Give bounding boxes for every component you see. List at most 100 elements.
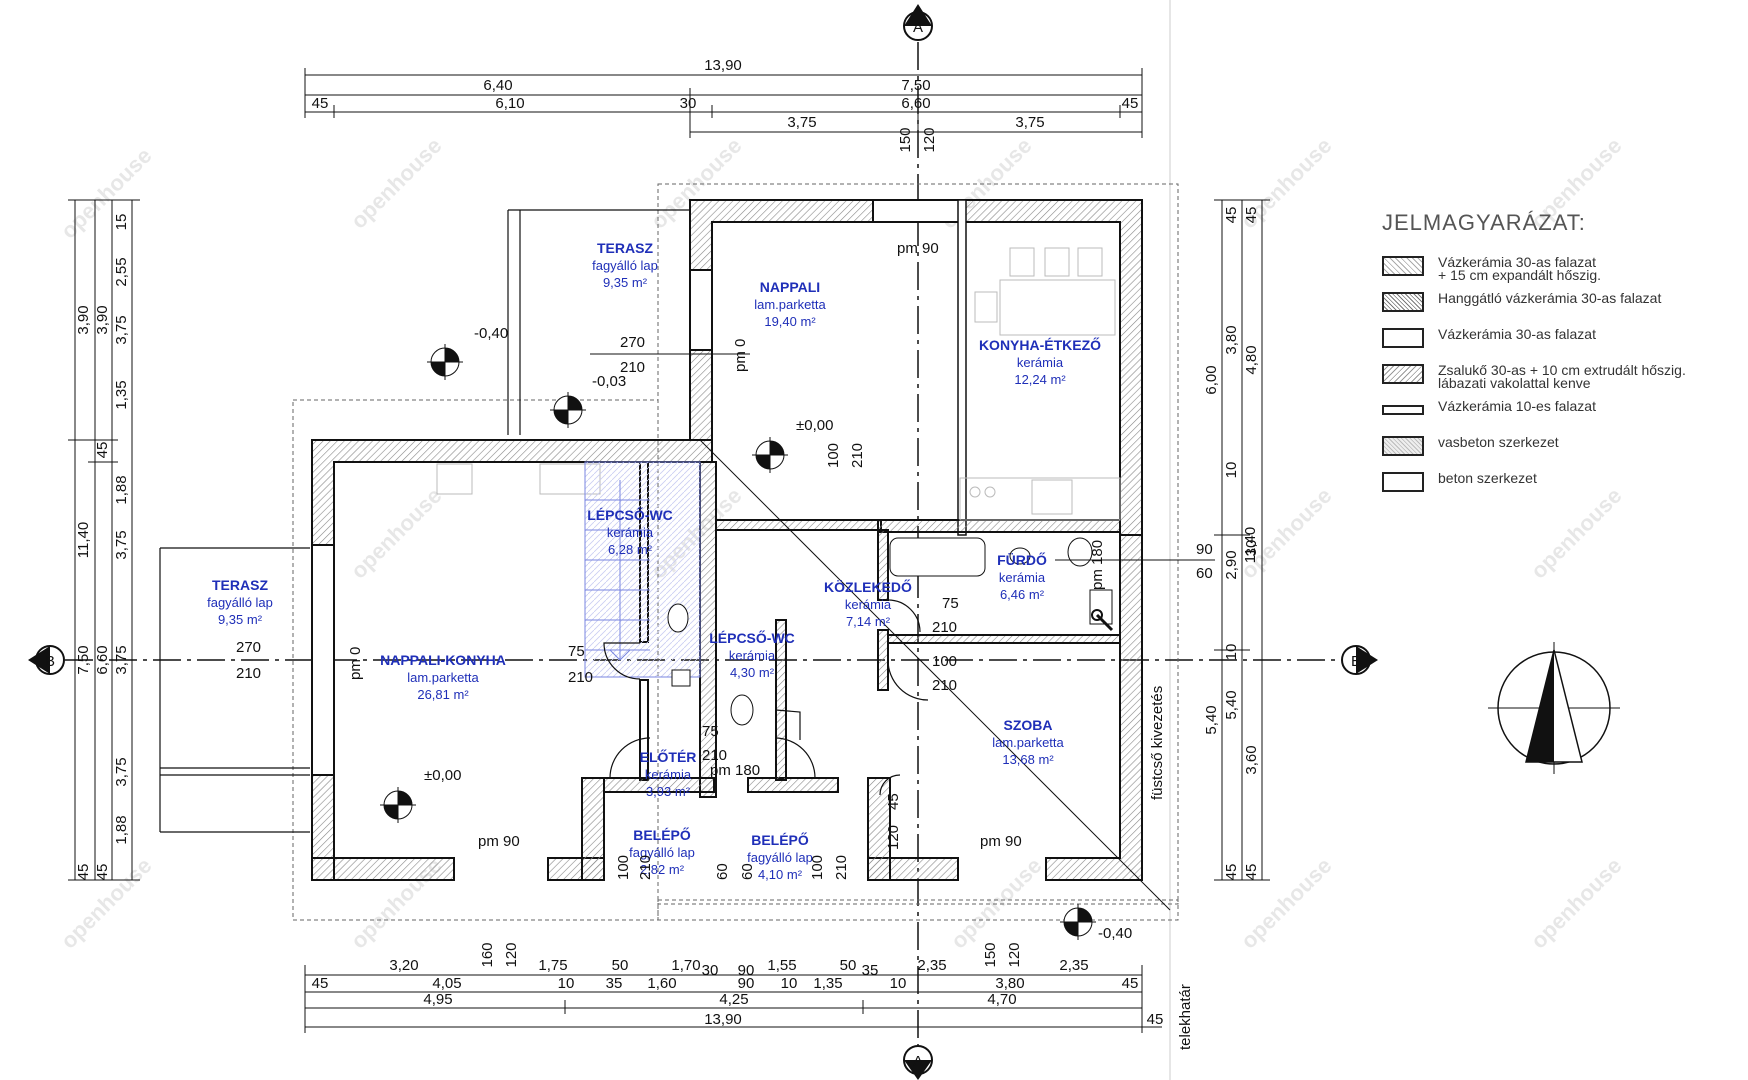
svg-text:4,70: 4,70: [987, 991, 1016, 1008]
svg-text:3,60: 3,60: [1243, 745, 1260, 774]
legend: JELMAGYARÁZAT: Vázkerámia 30-as falazat …: [1382, 210, 1722, 508]
svg-text:60: 60: [739, 863, 756, 880]
svg-text:4,05: 4,05: [432, 975, 461, 992]
svg-text:2,35: 2,35: [917, 957, 946, 974]
legend-swatch: [1382, 436, 1424, 456]
svg-text:4,80: 4,80: [1243, 345, 1260, 374]
svg-text:6,10: 6,10: [495, 95, 524, 112]
legend-swatch: [1382, 328, 1424, 348]
svg-text:50: 50: [612, 957, 629, 974]
svg-text:45: 45: [1147, 1011, 1164, 1028]
svg-text:12,24 m²: 12,24 m²: [1014, 372, 1066, 387]
svg-text:pm 180: pm 180: [710, 762, 760, 779]
svg-text:10: 10: [890, 975, 907, 992]
level-markers: [380, 344, 1096, 940]
svg-text:270: 270: [620, 334, 645, 351]
svg-text:210: 210: [236, 665, 261, 682]
svg-text:5,40: 5,40: [1223, 690, 1240, 719]
svg-text:160: 160: [479, 942, 496, 967]
svg-text:7,50: 7,50: [75, 645, 92, 674]
svg-text:kerámia: kerámia: [1017, 355, 1064, 370]
terrace-top: [159, 209, 690, 833]
svg-text:30: 30: [1243, 540, 1260, 557]
plot-boundary-label: telekhatár: [1177, 984, 1194, 1050]
svg-text:7,14 m²: 7,14 m²: [846, 614, 891, 629]
svg-text:pm 0: pm 0: [732, 339, 749, 372]
svg-text:100: 100: [932, 653, 957, 670]
svg-text:3,75: 3,75: [1015, 114, 1044, 131]
svg-text:6,60: 6,60: [94, 645, 111, 674]
svg-text:11,40: 11,40: [1242, 527, 1259, 563]
svg-text:FÜRDŐ: FÜRDŐ: [997, 551, 1047, 568]
svg-text:45: 45: [94, 442, 111, 459]
svg-text:6,28 m²: 6,28 m²: [608, 542, 653, 557]
svg-text:45: 45: [1243, 207, 1260, 224]
svg-text:7,50: 7,50: [901, 77, 930, 94]
svg-text:3,90: 3,90: [94, 305, 111, 334]
svg-text:2,35: 2,35: [1059, 957, 1088, 974]
svg-text:1,55: 1,55: [767, 957, 796, 974]
svg-text:1,70: 1,70: [671, 957, 700, 974]
room-labels: TERASZ fagyálló lap 9,35 m² NAPPALIlam.par…: [207, 240, 1101, 882]
legend-swatch: [1382, 405, 1424, 415]
dimensions-bottom: [304, 965, 1162, 1033]
svg-text:KONYHA-ÉTKEZŐ: KONYHA-ÉTKEZŐ: [979, 336, 1101, 353]
svg-text:15: 15: [113, 214, 130, 231]
svg-text:1,88: 1,88: [113, 475, 130, 504]
svg-text:kerámia: kerámia: [999, 570, 1046, 585]
svg-text:75: 75: [702, 723, 719, 740]
bathroom-fixtures: [667, 537, 1113, 726]
svg-text:45: 45: [1122, 975, 1139, 992]
dimension-text-top: 13,90 6,40 7,50 45 6,10 30 6,60 45 3,75 …: [312, 57, 1139, 153]
svg-text:3,75: 3,75: [113, 315, 130, 344]
svg-text:fagyálló lap: fagyálló lap: [207, 595, 273, 610]
svg-text:NAPPALI: NAPPALI: [760, 279, 820, 295]
svg-text:4,30 m²: 4,30 m²: [730, 665, 775, 680]
svg-text:45: 45: [312, 975, 329, 992]
svg-text:-0,40: -0,40: [474, 325, 508, 342]
watermark-text: openhouse: [56, 143, 157, 244]
svg-text:210: 210: [568, 669, 593, 686]
svg-text:45: 45: [1243, 864, 1260, 881]
svg-text:90: 90: [738, 962, 755, 979]
watermark-text: openhouse: [346, 133, 447, 234]
svg-text:90: 90: [1196, 541, 1213, 558]
svg-text:9,35 m²: 9,35 m²: [603, 275, 648, 290]
svg-text:35: 35: [606, 975, 623, 992]
legend-item-text: Vázkerámia 30-as falazat + 15 cm expandá…: [1438, 254, 1602, 283]
svg-text:4,25: 4,25: [719, 991, 748, 1008]
svg-text:6,60: 6,60: [901, 95, 930, 112]
svg-text:100: 100: [825, 443, 842, 468]
legend-item-text: Hanggátló vázkerámia 30-as falazat: [1438, 290, 1662, 306]
legend-title: JELMAGYARÁZAT:: [1382, 210, 1586, 235]
svg-text:pm 90: pm 90: [897, 240, 939, 257]
svg-text:5,40: 5,40: [1203, 705, 1220, 734]
svg-text:60: 60: [714, 863, 731, 880]
section-diagonal: [699, 439, 1171, 911]
svg-text:pm 180: pm 180: [1089, 540, 1106, 590]
svg-text:kerámia: kerámia: [845, 597, 892, 612]
svg-text:pm 90: pm 90: [980, 833, 1022, 850]
svg-text:120: 120: [885, 825, 902, 850]
svg-text:3,75: 3,75: [113, 757, 130, 786]
svg-text:10: 10: [558, 975, 575, 992]
svg-text:1,60: 1,60: [647, 975, 676, 992]
svg-text:100: 100: [615, 855, 632, 880]
legend-item: Vázkerámia 30-as falazat: [1382, 327, 1722, 362]
svg-text:TERASZ: TERASZ: [212, 577, 268, 593]
svg-text:BELÉPŐ: BELÉPŐ: [633, 826, 691, 843]
legend-item: beton szerkezet: [1382, 471, 1722, 506]
svg-text:3,75: 3,75: [113, 530, 130, 559]
svg-text:100: 100: [809, 855, 826, 880]
svg-text:10: 10: [781, 975, 798, 992]
svg-text:3,90: 3,90: [75, 305, 92, 334]
svg-text:pm 90: pm 90: [478, 833, 520, 850]
legend-swatch: [1382, 364, 1424, 384]
svg-text:45: 45: [1223, 864, 1240, 881]
svg-text:±0,00: ±0,00: [424, 767, 461, 784]
